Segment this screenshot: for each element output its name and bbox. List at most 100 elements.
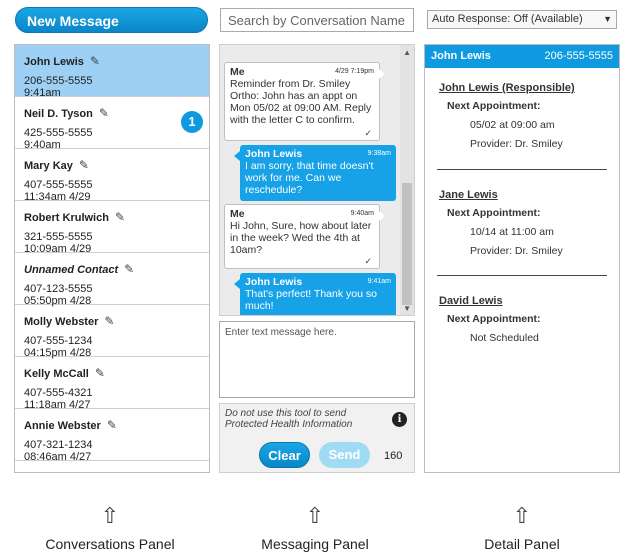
clear-button[interactable]: Clear (259, 442, 310, 468)
message-text: Reminder from Dr. Smiley Ortho: John has… (230, 78, 372, 126)
patient-card: Jane Lewis Next Appointment: 10/14 at 11… (439, 189, 609, 257)
conversation-name: Neil D. Tyson (24, 108, 93, 120)
edit-pencil-icon[interactable]: ✎ (104, 314, 115, 328)
conversations-panel-caption: Conversations Panel (45, 536, 175, 552)
message-sender: Me (230, 66, 245, 78)
edit-pencil-icon[interactable]: ✎ (78, 158, 89, 172)
messaging-panel-caption: Messaging Panel (261, 536, 369, 552)
message-timestamp: 9:41am (367, 278, 391, 285)
info-icon[interactable]: i (392, 412, 407, 427)
conversation-phone: 407-555-5555 (24, 179, 93, 191)
edit-pencil-icon[interactable]: ✎ (89, 54, 100, 68)
new-message-button[interactable]: New Message (15, 7, 208, 33)
edit-pencil-icon[interactable]: ✎ (124, 262, 135, 276)
conversation-item[interactable]: Neil D. Tyson ✎ 425-555-5555 9:40am 1 (15, 97, 209, 151)
edit-pencil-icon[interactable]: ✎ (94, 366, 105, 380)
conversation-time: 9:41am (24, 87, 61, 99)
conversation-phone: 407-321-1234 (24, 439, 93, 451)
message-timestamp: 4/29 7:19pm (335, 68, 374, 75)
message-bubble-incoming: Me 9:40am Hi John, Sure, how about later… (224, 204, 385, 269)
conversation-time: 11:34am 4/29 (24, 191, 91, 203)
conversation-item[interactable]: Kelly McCall ✎ 407-555-4321 11:18am 4/27 (15, 357, 209, 411)
next-appointment-label: Next Appointment: (447, 313, 541, 325)
conversation-time: 08:46am 4/27 (24, 451, 92, 463)
next-appointment-label: Next Appointment: (447, 207, 541, 219)
detail-panel-caption: Detail Panel (484, 536, 560, 552)
conversation-name: Robert Krulwich (24, 212, 109, 224)
conversation-time: 05:50pm 4/28 (24, 295, 92, 307)
patient-name[interactable]: Jane Lewis (439, 189, 498, 201)
message-timestamp: 9:38am (367, 150, 391, 157)
conversation-name: Molly Webster (24, 316, 99, 328)
message-thread: Me 4/29 7:19pm Reminder from Dr. Smiley … (219, 44, 415, 316)
message-text: That's perfect! Thank you so much! (245, 288, 377, 312)
message-sender: John Lewis (245, 148, 303, 160)
appointment-status: Not Scheduled (470, 332, 539, 344)
edit-pencil-icon[interactable]: ✎ (106, 418, 117, 432)
check-icon: ✓ (364, 128, 372, 138)
detail-contact-phone: 206-555-5555 (544, 50, 613, 62)
conversation-phone: 321-555-5555 (24, 231, 93, 243)
patient-card: John Lewis (Responsible) Next Appointmen… (439, 82, 609, 150)
edit-pencil-icon[interactable]: ✎ (98, 106, 109, 120)
conversation-item[interactable]: Unnamed Contact ✎ 407-123-5555 05:50pm 4/… (15, 253, 209, 307)
conversation-phone: 407-555-4321 (24, 387, 93, 399)
conversation-phone: 425-555-5555 (24, 127, 93, 139)
conversation-item[interactable]: Annie Webster ✎ 407-321-1234 08:46am 4/27 (15, 409, 209, 463)
scroll-up-arrow-icon[interactable]: ▲ (403, 48, 411, 57)
conversation-time: 10:09am 4/29 (24, 243, 92, 255)
compose-message-input[interactable] (219, 321, 415, 398)
conversation-phone: 407-555-1234 (24, 335, 93, 347)
conversation-item[interactable]: Molly Webster ✎ 407-555-1234 04:15pm 4/28 (15, 305, 209, 359)
patient-name[interactable]: John Lewis (Responsible) (439, 82, 575, 94)
unread-count-badge: 1 (181, 111, 203, 133)
divider (437, 169, 607, 170)
appointment-provider: Provider: Dr. Smiley (470, 138, 563, 150)
conversation-time: 9:40am (24, 139, 61, 151)
next-appointment-label: Next Appointment: (447, 100, 541, 112)
divider (437, 275, 607, 276)
message-timestamp: 9:40am (350, 210, 374, 217)
up-arrow-icon: ⇧ (512, 504, 532, 529)
appointment-provider: Provider: Dr. Smiley (470, 245, 563, 257)
conversation-name: Kelly McCall (24, 368, 89, 380)
check-icon: ✓ (364, 256, 372, 266)
message-text: I am sorry, that time doesn't work for m… (245, 160, 374, 196)
detail-header: John Lewis 206-555-5555 (425, 45, 619, 68)
detail-contact-name: John Lewis (431, 50, 491, 62)
send-button[interactable]: Send (319, 442, 370, 468)
conversation-time: 11:18am 4/27 (24, 399, 91, 411)
conversations-panel: John Lewis ✎ 206-555-5555 9:41am Neil D. … (14, 44, 210, 473)
auto-response-select[interactable]: Auto Response: Off (Available) ▼ (427, 10, 617, 29)
conversation-name: Annie Webster (24, 420, 101, 432)
scrollbar-thumb[interactable] (402, 183, 412, 305)
message-text: Hi John, Sure, how about later in the we… (230, 220, 372, 256)
message-bubble-outgoing: John Lewis 9:38am I am sorry, that time … (234, 145, 396, 201)
conversation-phone: 407-123-5555 (24, 283, 93, 295)
patient-name[interactable]: David Lewis (439, 295, 503, 307)
auto-response-value: Auto Response: Off (Available) (432, 13, 583, 25)
compose-footer: Do not use this tool to send Protected H… (219, 403, 415, 473)
conversation-search-input[interactable] (220, 8, 414, 32)
edit-pencil-icon[interactable]: ✎ (114, 210, 126, 224)
conversation-item[interactable]: Robert Krulwich ✎ 321-555-5555 10:09am 4/… (15, 201, 209, 255)
conversation-phone: 206-555-5555 (24, 75, 93, 87)
conversation-item[interactable]: John Lewis ✎ 206-555-5555 9:41am (15, 45, 209, 99)
conversation-item[interactable]: Mary Kay ✎ 407-555-5555 11:34am 4/29 (15, 149, 209, 203)
message-bubble-incoming: Me 4/29 7:19pm Reminder from Dr. Smiley … (224, 62, 385, 141)
up-arrow-icon: ⇧ (100, 504, 120, 529)
phi-warning-text: Do not use this tool to send Protected H… (225, 408, 353, 430)
character-count: 160 (384, 450, 403, 462)
conversation-name: John Lewis (24, 56, 84, 68)
scrollbar[interactable]: ▲ ▼ (400, 45, 414, 315)
chevron-down-icon: ▼ (603, 14, 612, 24)
appointment-time: 10/14 at 11:00 am (470, 226, 554, 238)
message-bubble-outgoing: John Lewis 9:41am That's perfect! Thank … (234, 273, 396, 315)
patient-card: David Lewis Next Appointment: Not Schedu… (439, 295, 609, 344)
conversation-time: 04:15pm 4/28 (24, 347, 92, 359)
scroll-down-arrow-icon[interactable]: ▼ (403, 304, 411, 313)
appointment-time: 05/02 at 09:00 am (470, 119, 555, 131)
conversation-name: Mary Kay (24, 160, 73, 172)
message-sender: John Lewis (245, 276, 303, 288)
conversation-name: Unnamed Contact (24, 264, 119, 276)
